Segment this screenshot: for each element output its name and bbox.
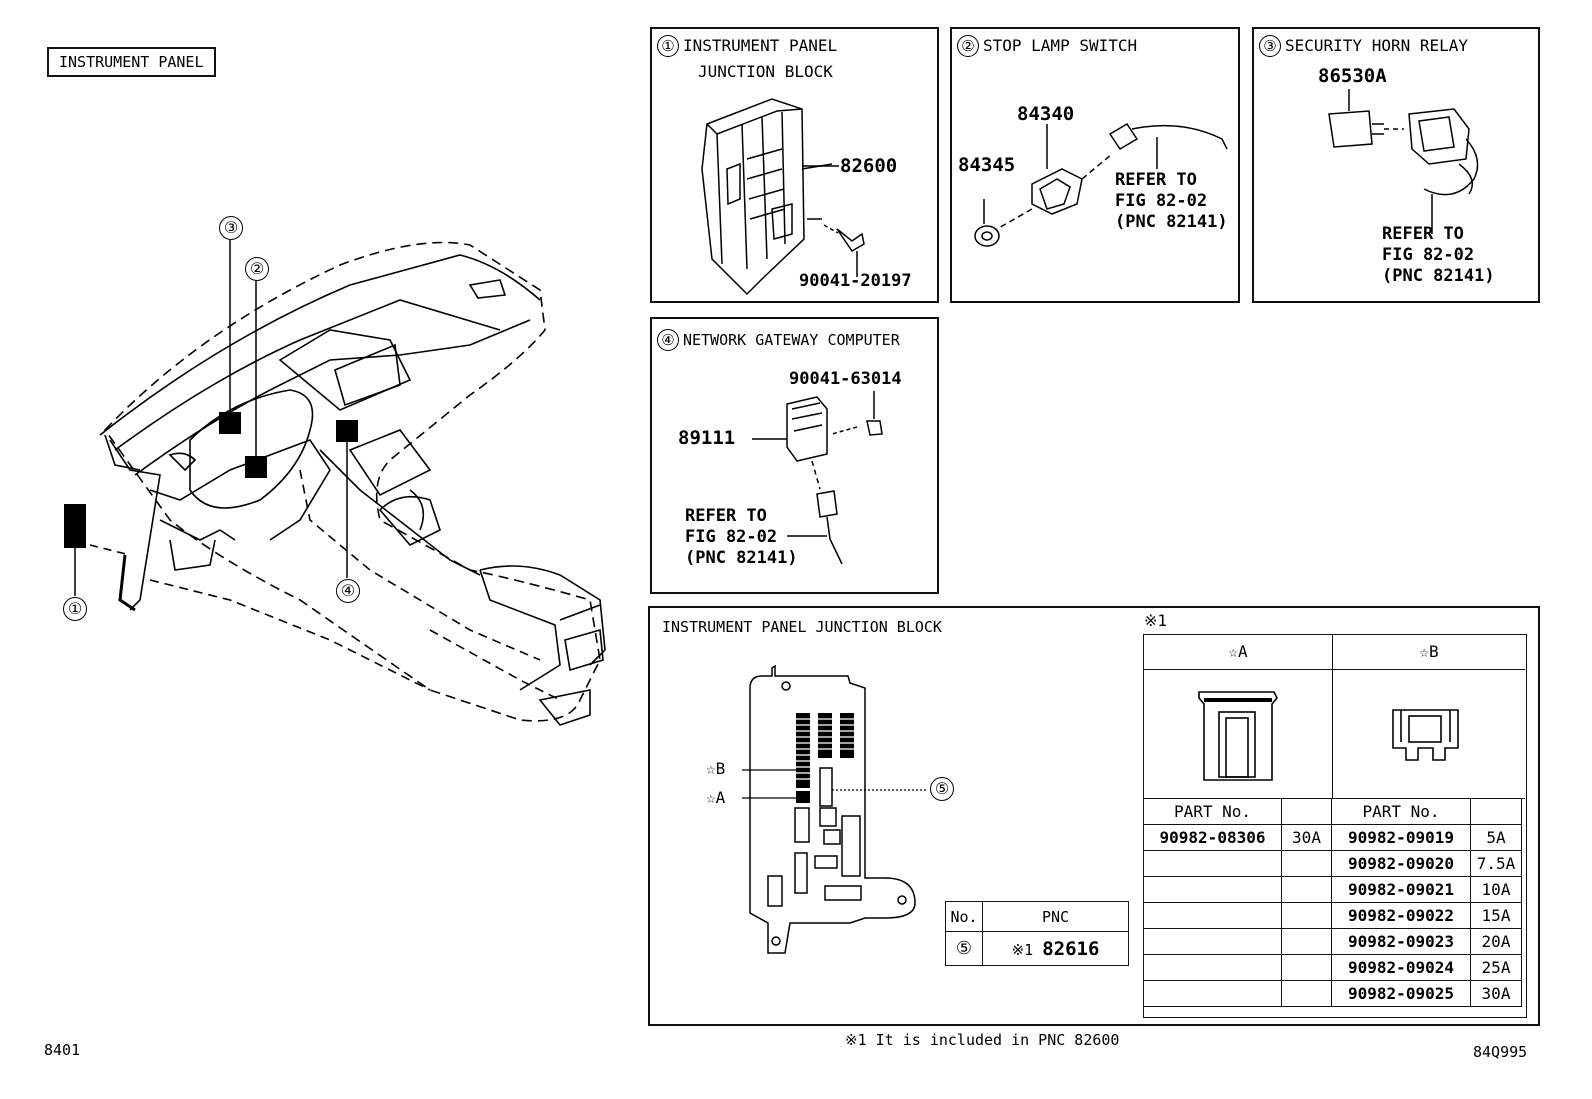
panel-number-2: ② <box>957 35 979 57</box>
page-number: 8401 <box>44 1041 81 1059</box>
panel-title-line2: JUNCTION BLOCK <box>698 62 833 81</box>
callout-2: ② <box>245 257 269 281</box>
panel-title: INSTRUMENT PANEL JUNCTION BLOCK <box>662 618 942 636</box>
fuse-a-icon <box>1198 691 1278 781</box>
fuse-b-part[interactable]: 90982-09020 <box>1331 850 1471 877</box>
location-marker-2 <box>245 456 267 478</box>
panel-title: STOP LAMP SWITCH <box>983 36 1138 55</box>
part-number-82600[interactable]: 82600 <box>840 155 898 177</box>
panel-title: NETWORK GATEWAY COMPUTER <box>683 331 900 349</box>
panel-number-3: ③ <box>1259 35 1281 57</box>
part-number-bolt[interactable]: 90041-63014 <box>789 369 902 389</box>
panel-number-4: ④ <box>657 329 679 351</box>
junction-block-drawing <box>701 98 865 296</box>
fuse-b-amp: 25A <box>1470 954 1522 981</box>
callout-3: ③ <box>219 216 243 240</box>
fuse-b-image <box>1333 670 1525 799</box>
part-number-89111[interactable]: 89111 <box>678 427 736 449</box>
star-a-label: ☆A <box>706 788 726 807</box>
instrument-panel-illustration <box>64 240 606 726</box>
fuse-b-icon <box>1392 709 1459 761</box>
part-header-b: PART No. <box>1331 798 1471 825</box>
fuse-b-part[interactable]: 90982-09021 <box>1331 876 1471 903</box>
table-row: 90982-09022 15A <box>1143 902 1522 929</box>
panel-title: SECURITY HORN RELAY <box>1285 36 1469 55</box>
fuse-b-amp: 10A <box>1470 876 1522 903</box>
table-row: 90982-09025 30A <box>1143 980 1522 1007</box>
fuse-table: ☆A ☆B PART <box>1143 634 1527 1018</box>
refer-note: REFER TO FIG 82-02 (PNC 82141) <box>1115 170 1228 232</box>
callout-1: ① <box>63 597 87 621</box>
fuse-b-amp: 20A <box>1470 928 1522 955</box>
col-no-header: No. <box>945 901 983 932</box>
fuse-b-part[interactable]: 90982-09025 <box>1331 980 1471 1007</box>
fuse-a-part[interactable]: 90982-08306 <box>1143 824 1282 851</box>
pnc-82616[interactable]: 82616 <box>1042 937 1100 960</box>
fuse-a-image <box>1144 670 1333 799</box>
col-b-header: ☆B <box>1333 635 1525 670</box>
row-note: ※1 <box>1011 940 1034 959</box>
panel-title: INSTRUMENT PANEL <box>683 36 838 55</box>
section-label: INSTRUMENT PANEL <box>47 47 216 77</box>
refer-note: REFER TO FIG 82-02 (PNC 82141) <box>685 506 798 568</box>
row-no: ⑤ <box>945 931 983 966</box>
star-b-label: ☆B <box>706 759 726 778</box>
location-marker-3 <box>219 412 241 434</box>
table-row: 90982-09020 7.5A <box>1143 850 1522 877</box>
fuse-b-amp: 7.5A <box>1470 850 1522 877</box>
part-number-86530a[interactable]: 86530A <box>1318 65 1387 87</box>
figure-code: 84Q995 <box>1473 1043 1528 1061</box>
fuse-b-amp: 5A <box>1470 824 1522 851</box>
part-number-84340[interactable]: 84340 <box>1017 103 1075 125</box>
panel-number-1: ① <box>657 35 679 57</box>
part-number-84345[interactable]: 84345 <box>958 154 1016 176</box>
table-row: 90982-09021 10A <box>1143 876 1522 903</box>
part-header-a: PART No. <box>1143 798 1282 825</box>
panel-junction-block-fuses: INSTRUMENT PANEL JUNCTION BLOCK <box>648 606 1540 1026</box>
gateway-drawing <box>752 391 883 565</box>
table-row: 90982-08306 30A 90982-09019 5A <box>1143 824 1522 851</box>
table-row: 90982-09024 25A <box>1143 954 1522 981</box>
callout-5: ⑤ <box>930 777 954 801</box>
pnc-table: No. PNC ⑤ ※1 82616 <box>945 901 1129 966</box>
fuse-block-drawing <box>742 664 928 954</box>
horn-relay-drawing <box>1328 89 1479 234</box>
footnote: ※1 It is included in PNC 82600 <box>845 1031 1120 1049</box>
part-number-bolt[interactable]: 90041-20197 <box>799 271 912 291</box>
refer-note: REFER TO FIG 82-02 (PNC 82141) <box>1382 224 1495 286</box>
location-marker-1 <box>64 504 86 548</box>
table-row: 90982-09023 20A <box>1143 928 1522 955</box>
col-pnc-header: PNC <box>982 901 1129 932</box>
col-a-header: ☆A <box>1144 635 1333 670</box>
fuse-parts-table: PART No. PART No. 90982-08306 30A 90982-… <box>1143 798 1522 1007</box>
fuse-b-amp: 15A <box>1470 902 1522 929</box>
fuse-table-note: ※1 <box>1144 611 1168 630</box>
fuse-b-part[interactable]: 90982-09022 <box>1331 902 1471 929</box>
fuse-b-part[interactable]: 90982-09023 <box>1331 928 1471 955</box>
location-marker-4 <box>336 420 358 442</box>
stop-lamp-switch-drawing <box>974 122 1228 247</box>
fuse-b-part[interactable]: 90982-09024 <box>1331 954 1471 981</box>
fuse-b-amp: 30A <box>1470 980 1522 1007</box>
callout-4: ④ <box>336 579 360 603</box>
fuse-a-amp: 30A <box>1281 824 1332 851</box>
fuse-b-part[interactable]: 90982-09019 <box>1331 824 1471 851</box>
